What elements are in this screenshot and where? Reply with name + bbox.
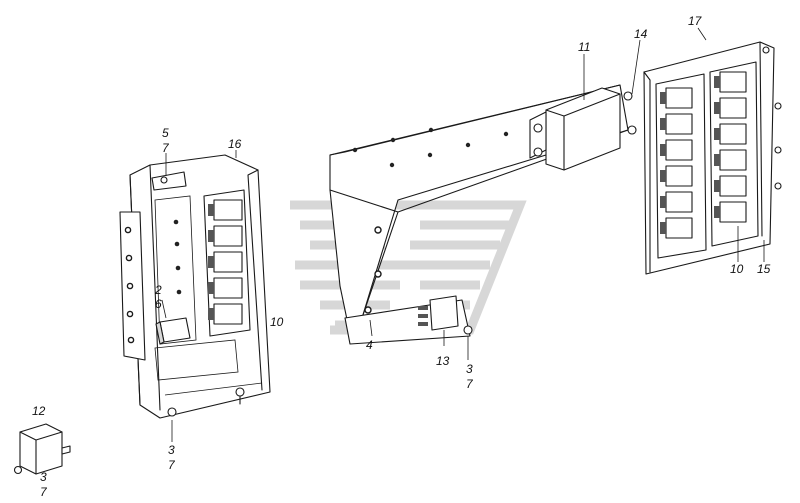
callout-14: 14 — [634, 27, 648, 41]
callout-7c: 7 — [168, 458, 175, 472]
callout-16: 16 — [228, 137, 242, 151]
callout-11: 11 — [578, 40, 591, 54]
callout-15: 15 — [757, 262, 771, 276]
right-relay-panel — [623, 41, 782, 275]
callout-12: 12 — [32, 404, 46, 418]
callout-7d: 7 — [466, 377, 473, 391]
right-leader-lines — [369, 27, 765, 360]
callout-3b: 3 — [168, 443, 175, 457]
callout-5: 5 — [162, 126, 169, 140]
callout-6: 6 — [155, 297, 162, 311]
callout-17: 17 — [688, 14, 702, 28]
callout-7b: 7 — [162, 141, 169, 155]
left-leader-lines — [161, 150, 237, 442]
callout-10b: 10 — [730, 262, 744, 276]
callout-3c: 3 — [466, 362, 473, 376]
callout-10a: 10 — [270, 315, 284, 329]
callout-3a: 3 — [40, 470, 47, 484]
callout-4: 4 — [366, 338, 373, 352]
left-relay-panel — [119, 154, 271, 419]
box-component-11 — [529, 87, 621, 171]
callout-13: 13 — [436, 354, 450, 368]
callout-2: 2 — [155, 283, 162, 297]
connector-13 — [418, 295, 473, 335]
single-relay — [13, 423, 71, 475]
callout-7a: 7 — [40, 485, 47, 499]
